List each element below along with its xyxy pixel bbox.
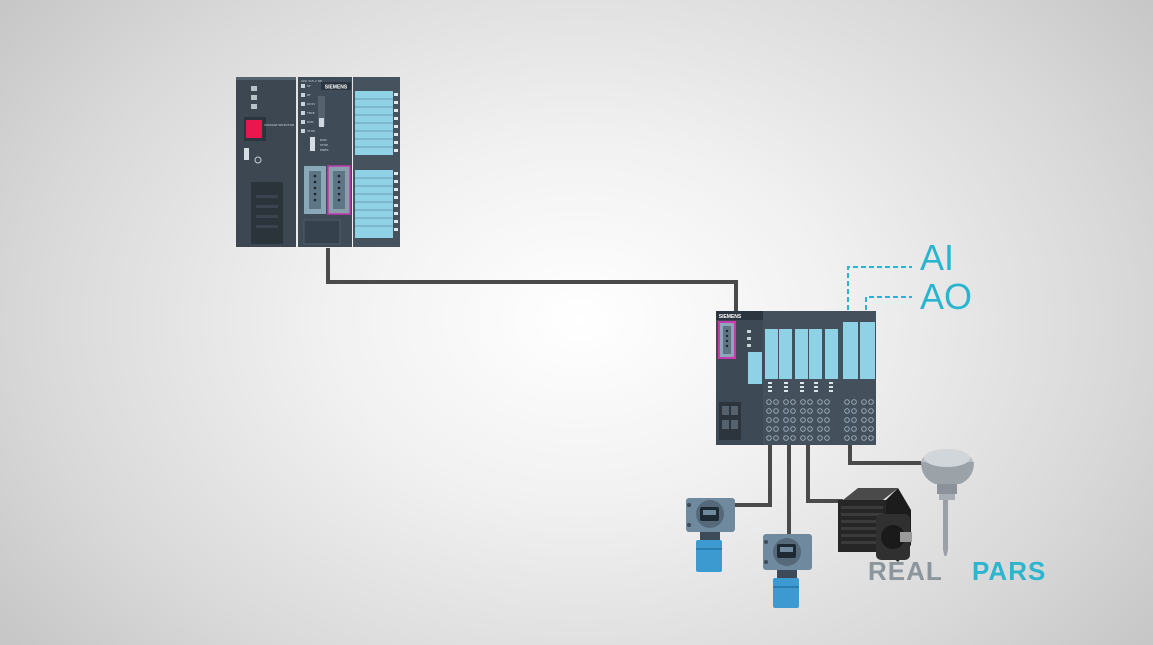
psu-led-3 [251, 104, 257, 109]
psu-led-2 [251, 95, 257, 100]
mode-mres: MRES [320, 148, 329, 152]
profibus-cable [326, 248, 738, 312]
servo-motor [838, 488, 912, 562]
cable-to-temperature-probe [848, 445, 925, 465]
logo-real: REAL [868, 556, 943, 586]
psu-connector-cover [251, 182, 283, 244]
io-terminal-dividers [355, 98, 393, 227]
psu-terminal [254, 156, 262, 164]
io-module-lower-terminals [355, 170, 393, 238]
ao-link [865, 296, 912, 318]
led-label-stop: STOP [307, 129, 315, 133]
cpu-status-leds: SF BF DC5V FRCE RUN STOP [301, 84, 316, 133]
mode-switch [310, 137, 315, 151]
led-label-sf: SF [307, 84, 311, 88]
cpu-model-label: CPU 315-2 DP [301, 79, 322, 83]
flow-transmitter-1 [686, 498, 735, 572]
led-label-frce: FRCE [307, 111, 315, 115]
cpu-brand-plate [321, 82, 351, 90]
station-brand: SIEMENS [719, 314, 742, 320]
led-label-bf: BF [307, 93, 311, 97]
memory-card-slot [318, 96, 325, 126]
power-terminal-block [748, 352, 762, 384]
cable-to-motor [806, 445, 843, 503]
io-signal-links [847, 266, 912, 318]
ai-label: AI [920, 237, 954, 278]
distributed-io-station: SIEMENS [716, 311, 876, 445]
realpars-logo: REAL PARS [868, 556, 1046, 586]
mode-stop: STOP [320, 143, 328, 147]
cables [326, 248, 925, 538]
psu-label: VOLTAGE SELECTOR [264, 123, 294, 127]
io-channel-leds [394, 93, 398, 231]
cpu-brand: SIEMENS [325, 85, 348, 91]
temperature-probe [921, 449, 974, 556]
motor-shaft [900, 532, 912, 542]
plc-cpu-rack: VOLTAGE SELECTOR CPU 315-2 DP SIEMENS SF… [236, 77, 400, 247]
led-label-run: RUN [307, 120, 314, 124]
transmitter-1-sensor [696, 540, 722, 572]
ai-link [847, 266, 912, 318]
logo-pars: PARS [972, 556, 1046, 586]
voltage-selector-red [246, 120, 262, 138]
io-slice-status-leds [768, 382, 833, 392]
io-slice-modules [765, 322, 875, 379]
probe-stem [943, 500, 948, 550]
cpu-bottom-panel [303, 219, 341, 245]
psu-switch [244, 148, 249, 160]
led-label-dc5v: DC5V [307, 102, 316, 106]
mode-run: RUN [320, 138, 327, 142]
psu-led-1 [251, 86, 257, 91]
ao-label: AO [920, 276, 972, 317]
cable-to-transmitter-1 [735, 445, 772, 507]
transmitter-2-sensor [773, 578, 799, 608]
terminal-screw-grid [766, 399, 874, 441]
flow-transmitter-2 [763, 534, 812, 608]
